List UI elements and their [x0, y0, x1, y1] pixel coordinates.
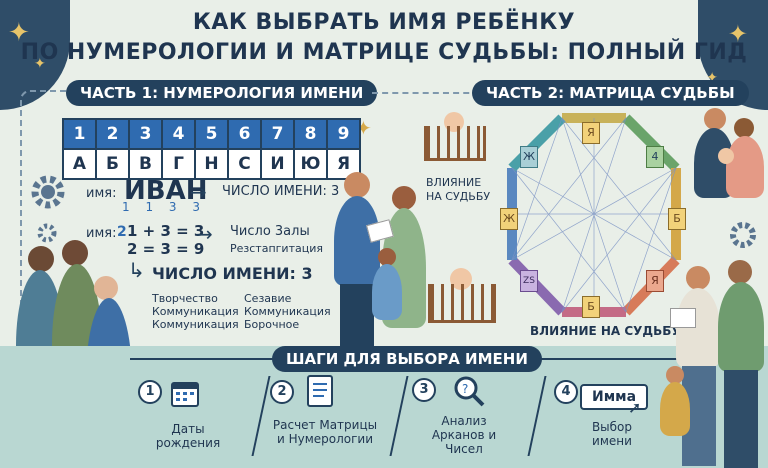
gear-icon	[37, 223, 57, 243]
table-cell-letter: Г	[161, 148, 196, 180]
arcana-card: Ж	[500, 208, 518, 230]
star-icon: ✦	[727, 20, 748, 48]
table-cell-letter: Ю	[293, 148, 328, 180]
calc-line2: 2 = 3 = 9	[127, 240, 205, 258]
traits-left: Творчество Коммуникация Коммуникация	[152, 292, 239, 331]
table-cell-number: 5	[194, 118, 229, 150]
influence-bottom: ВЛИЯНИЕ НА СУДЬБУ	[530, 324, 681, 338]
calc-prefix: имя:	[86, 226, 117, 241]
family-illustration-right-top	[690, 108, 768, 198]
table-cell-letter: Я	[326, 148, 361, 180]
step-label-line: Арканов и Чисел	[431, 428, 497, 456]
table-cell-number: 2	[95, 118, 130, 150]
part1-label: ЧАСТЬ 1: НУМЕРОЛОГИЯ ИМЕНИ	[66, 80, 378, 106]
calc-line1: 1 + 3 = 3	[127, 222, 205, 240]
step-label-line: имени	[592, 434, 632, 448]
calc-lead: 2	[117, 224, 127, 240]
name-prefix: имя:	[86, 186, 117, 201]
star-icon: ✦	[706, 70, 718, 86]
crib-icon	[428, 268, 496, 323]
arcana-card: ZS	[520, 270, 538, 292]
star-icon: ✦	[8, 18, 30, 48]
step-label: Даты рождения	[148, 422, 228, 450]
calendar-icon	[171, 382, 199, 407]
cursor-icon: ➚	[628, 398, 642, 417]
step-label-line: Даты	[171, 422, 205, 436]
influence-top-line2: НА СУДЬБУ	[426, 190, 491, 203]
name-number-label: ЧИСЛО ИМЕНИ: 3	[222, 184, 340, 199]
gear-icon	[31, 175, 65, 209]
step-label-line: и Нумерологии	[276, 432, 374, 446]
table-cell-number: 1	[62, 118, 97, 150]
svg-text:?: ?	[462, 382, 468, 396]
arcana-card: Я	[646, 270, 664, 292]
arcana-card: Б	[668, 208, 686, 230]
family-illustration-right-bottom	[660, 256, 768, 468]
traits-right: Сезавие Коммуникация Борочное	[244, 292, 331, 331]
arcana-card: Б	[582, 296, 600, 318]
arcana-card: 4	[646, 146, 664, 168]
step-number: 1	[138, 380, 162, 404]
arrow-curve-icon: ↳	[128, 258, 145, 282]
influence-top-line1: ВЛИЯНИЕ	[426, 176, 482, 189]
family-illustration-middle	[330, 168, 440, 358]
step-label: Анализ Арканов и Чисел	[414, 414, 514, 456]
numerology-table: 1 2 3 4 5 6 7 8 9 А Б В Г Н С И Ю Я	[62, 118, 361, 180]
calc-side-title: Число 3алы	[230, 224, 310, 239]
result-label: ЧИСЛО ИМЕНИ: 3	[152, 264, 313, 283]
step-label-line: Анализ	[441, 414, 487, 428]
table-cell-letter: Б	[95, 148, 130, 180]
table-cell-number: 6	[227, 118, 262, 150]
table-cell-number: 3	[128, 118, 163, 150]
arrow-right-icon: →	[190, 180, 207, 204]
page-title-line2: ПО НУМЕРОЛОГИИ И МАТРИЦЕ СУДЬБЫ: ПОЛНЫЙ …	[20, 40, 748, 65]
trait-item: Борочное	[244, 318, 300, 331]
document-icon	[307, 375, 333, 407]
magnifier-icon: ?	[454, 376, 485, 407]
table-cell-number: 9	[326, 118, 361, 150]
trait-item: Сезавие	[244, 292, 292, 305]
trait-item: Коммуникация	[152, 318, 239, 331]
table-cell-letter: В	[128, 148, 163, 180]
arcana-card: Я	[582, 122, 600, 144]
calc-side-sub: Резстапгитация	[230, 242, 323, 255]
step-label-line: рождения	[155, 436, 221, 450]
step-label-line: Расчет Матрицы	[272, 418, 378, 432]
step-number: 3	[412, 378, 436, 402]
trait-item: Коммуникация	[244, 305, 331, 318]
step-number: 2	[270, 380, 294, 404]
page-title-line1: КАК ВЫБРАТЬ ИМЯ РЕБЁНКУ	[192, 10, 576, 35]
table-cell-number: 8	[293, 118, 328, 150]
star-icon: ✦	[34, 56, 46, 72]
steps-label: ШАГИ ДЛЯ ВЫБОРА ИМЕНИ	[272, 346, 542, 372]
trait-item: Творчество	[152, 292, 218, 305]
table-cell-number: 4	[161, 118, 196, 150]
arcana-card: Ж	[520, 146, 538, 168]
step-label: Выбор имени	[572, 420, 652, 448]
trait-item: Коммуникация	[152, 305, 239, 318]
step-number: 4	[554, 380, 578, 404]
arrow-right-icon: →	[196, 222, 213, 246]
table-cell-letter: Н	[194, 148, 229, 180]
table-cell-letter: С	[227, 148, 262, 180]
table-cell-letter: А	[62, 148, 97, 180]
arrow-digits: 1 1 3 3	[122, 200, 206, 214]
step-label-line: Выбор	[591, 420, 633, 434]
table-cell-number: 7	[260, 118, 295, 150]
part2-label: ЧАСТЬ 2: МАТРИЦА СУДЬБЫ	[472, 80, 749, 106]
crib-icon	[424, 112, 486, 161]
table-cell-letter: И	[260, 148, 295, 180]
name-value: ИВАН	[124, 176, 208, 206]
name-button[interactable]: Имма	[580, 384, 649, 410]
gear-icon	[730, 222, 756, 248]
step-label: Расчет Матрицы и Нумерологии	[270, 418, 380, 446]
